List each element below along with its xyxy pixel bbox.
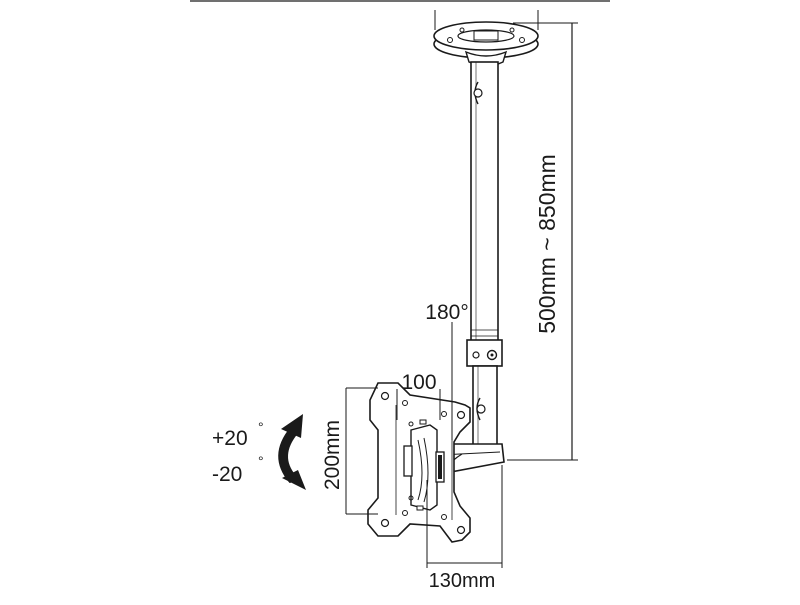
vesa-vertical-label: 200mm xyxy=(321,420,344,490)
adjustment-collar xyxy=(466,339,503,367)
swivel-angle-label: 180° xyxy=(425,301,468,324)
vesa-vertical-dimension: 200mm xyxy=(321,387,378,515)
tilt-up-degree: ° xyxy=(258,419,264,435)
vesa-mounting-plate xyxy=(367,382,471,543)
tilt-up-label: +20 xyxy=(212,427,248,450)
tilt-labels: +20 ° -20 ° xyxy=(212,419,264,486)
ceiling-plate xyxy=(433,10,539,67)
height-range-label: 500mm ~ 850mm xyxy=(534,154,560,334)
tilt-down-degree: ° xyxy=(258,453,264,469)
width-label: 130mm xyxy=(429,570,496,592)
lower-tube xyxy=(472,365,498,451)
upper-tube xyxy=(470,61,499,363)
height-dimension: 500mm ~ 850mm xyxy=(507,22,578,461)
width-dimension: 130mm xyxy=(426,465,503,592)
swivel-label-group: 180° xyxy=(425,301,469,440)
vesa-horizontal-label: 100 xyxy=(401,371,436,394)
tilt-arrow-icon xyxy=(278,414,306,490)
vesa-horizontal-dimension: 100 xyxy=(396,371,441,420)
tilt-down-label: -20 xyxy=(212,463,242,486)
